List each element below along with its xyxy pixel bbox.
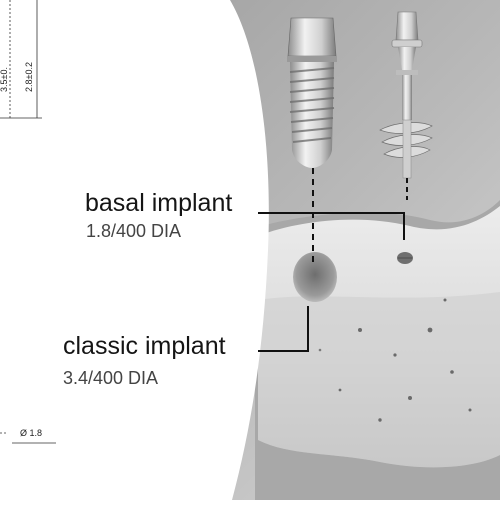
callout-lines <box>258 168 408 352</box>
dimension-top-left: 3.5±0. <box>0 67 9 92</box>
classic-implant-socket <box>293 252 337 302</box>
basal-implant-subtitle: 1.8/400 DIA <box>86 221 182 241</box>
classic-implant-title: classic implant <box>63 332 226 360</box>
basal-implant-title: basal implant <box>85 189 233 217</box>
dimension-height: 2.8±0.2 <box>24 62 34 92</box>
basal-leader-line <box>258 212 405 240</box>
jaw-bone <box>255 200 500 500</box>
white-panel <box>0 0 269 500</box>
dimension-diameter: Ø 1.8 <box>20 428 43 438</box>
classic-implant <box>287 17 337 168</box>
dimension-drawing <box>0 0 56 444</box>
classic-leader-line <box>258 306 309 352</box>
basal-implant <box>379 11 433 179</box>
classic-implant-subtitle: 3.4/400 DIA <box>63 368 159 388</box>
